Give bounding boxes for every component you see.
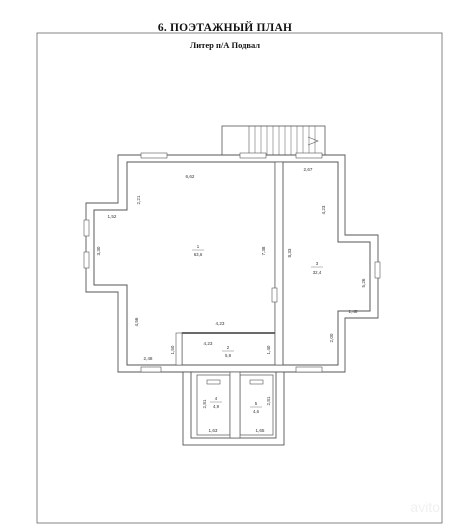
window (83, 219, 90, 237)
room-area: 4,6 (253, 409, 260, 414)
window (249, 379, 264, 385)
room-label-3: 3 32,4 (311, 261, 323, 275)
dim-label: 6,62 (186, 174, 195, 179)
dim-label: 4,23 (204, 341, 213, 346)
dim-label: 2,81 (266, 396, 271, 405)
partition-wall (274, 161, 284, 366)
window (239, 152, 267, 159)
dim-label: 2,81 (202, 399, 207, 408)
dim-label: 8,33 (287, 248, 292, 257)
dim-label: 7,38 (261, 246, 266, 255)
room-number: 3 (316, 261, 319, 266)
window (206, 379, 221, 385)
window (271, 287, 278, 303)
dim-label: 4,56 (134, 317, 139, 326)
room-label-2: 2 5,9 (222, 345, 234, 358)
dim-label: 5,26 (361, 278, 366, 287)
room-label-1: 1 63,6 (192, 244, 204, 257)
room-area: 63,6 (194, 252, 203, 257)
window (374, 261, 381, 279)
room-number: 5 (255, 401, 258, 406)
dim-label: 4,23 (216, 321, 225, 326)
window (295, 366, 323, 373)
dim-label: 1,40 (266, 345, 271, 354)
dim-label: 3,30 (96, 246, 101, 255)
dim-label: 4,23 (321, 205, 326, 214)
window (140, 366, 162, 373)
room-3 (282, 161, 371, 366)
dim-label: 1,52 (108, 214, 117, 219)
window (295, 152, 323, 159)
room-label-5: 5 4,6 (250, 401, 262, 414)
dim-label: 1,65 (256, 428, 265, 433)
window (140, 152, 168, 159)
room-area: 32,4 (313, 270, 322, 275)
plan-frame (36, 32, 443, 524)
dim-label: 2,21 (136, 195, 141, 204)
dim-label: 1,48 (349, 309, 358, 314)
room-number: 1 (197, 244, 200, 249)
room-area: 5,9 (225, 353, 232, 358)
plan-title: 6. ПОЭТАЖНЫЙ ПЛАН (157, 22, 293, 34)
dim-label: 1,63 (209, 428, 218, 433)
staircase (221, 125, 326, 157)
dim-label: 1,50 (170, 345, 175, 354)
room-number: 4 (215, 396, 218, 401)
dim-label: 2,00 (329, 333, 334, 342)
window (83, 251, 90, 269)
watermark: avito (410, 499, 440, 515)
dim-label: 2,67 (304, 167, 313, 172)
plan-subtitle: Литер п/А Подвал (189, 40, 261, 50)
room-area: 4,9 (213, 404, 220, 409)
dim-label: 2,48 (144, 356, 153, 361)
room-number: 2 (227, 345, 230, 350)
room-label-4: 4 4,9 (210, 396, 222, 409)
